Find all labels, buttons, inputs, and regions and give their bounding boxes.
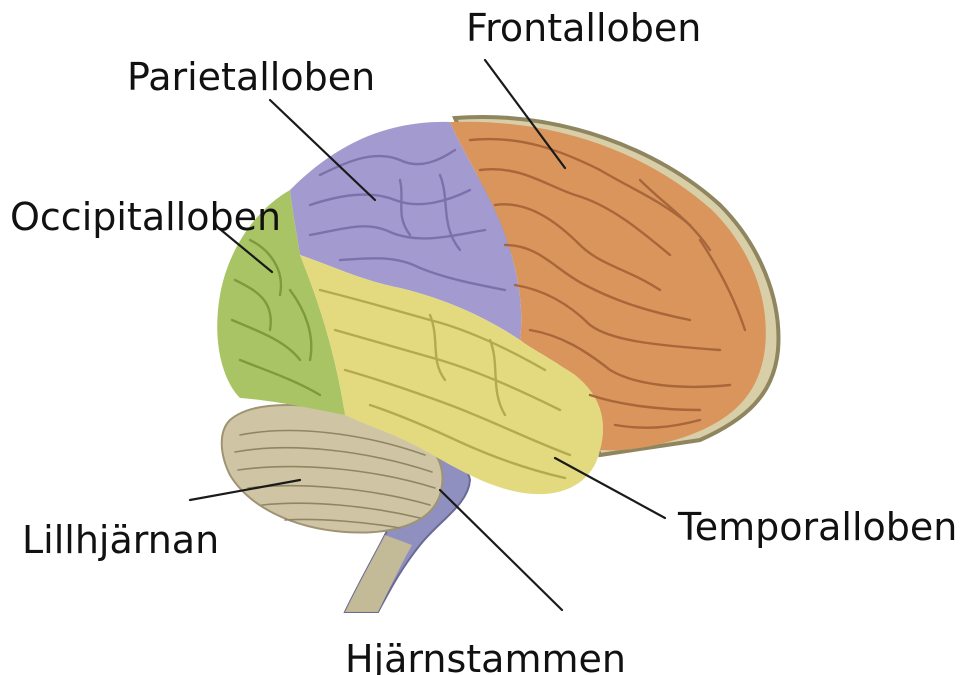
label-parietal: Parietalloben — [127, 55, 375, 99]
label-brainstem: Hjärnstammen — [345, 637, 626, 675]
label-frontal: Frontalloben — [466, 6, 701, 50]
label-occipital: Occipitalloben — [10, 195, 281, 239]
label-temporal: Temporalloben — [677, 505, 957, 549]
leader-brainstem — [440, 490, 562, 610]
leader-temporal — [555, 458, 665, 518]
label-cerebellum: Lillhjärnan — [22, 518, 219, 562]
